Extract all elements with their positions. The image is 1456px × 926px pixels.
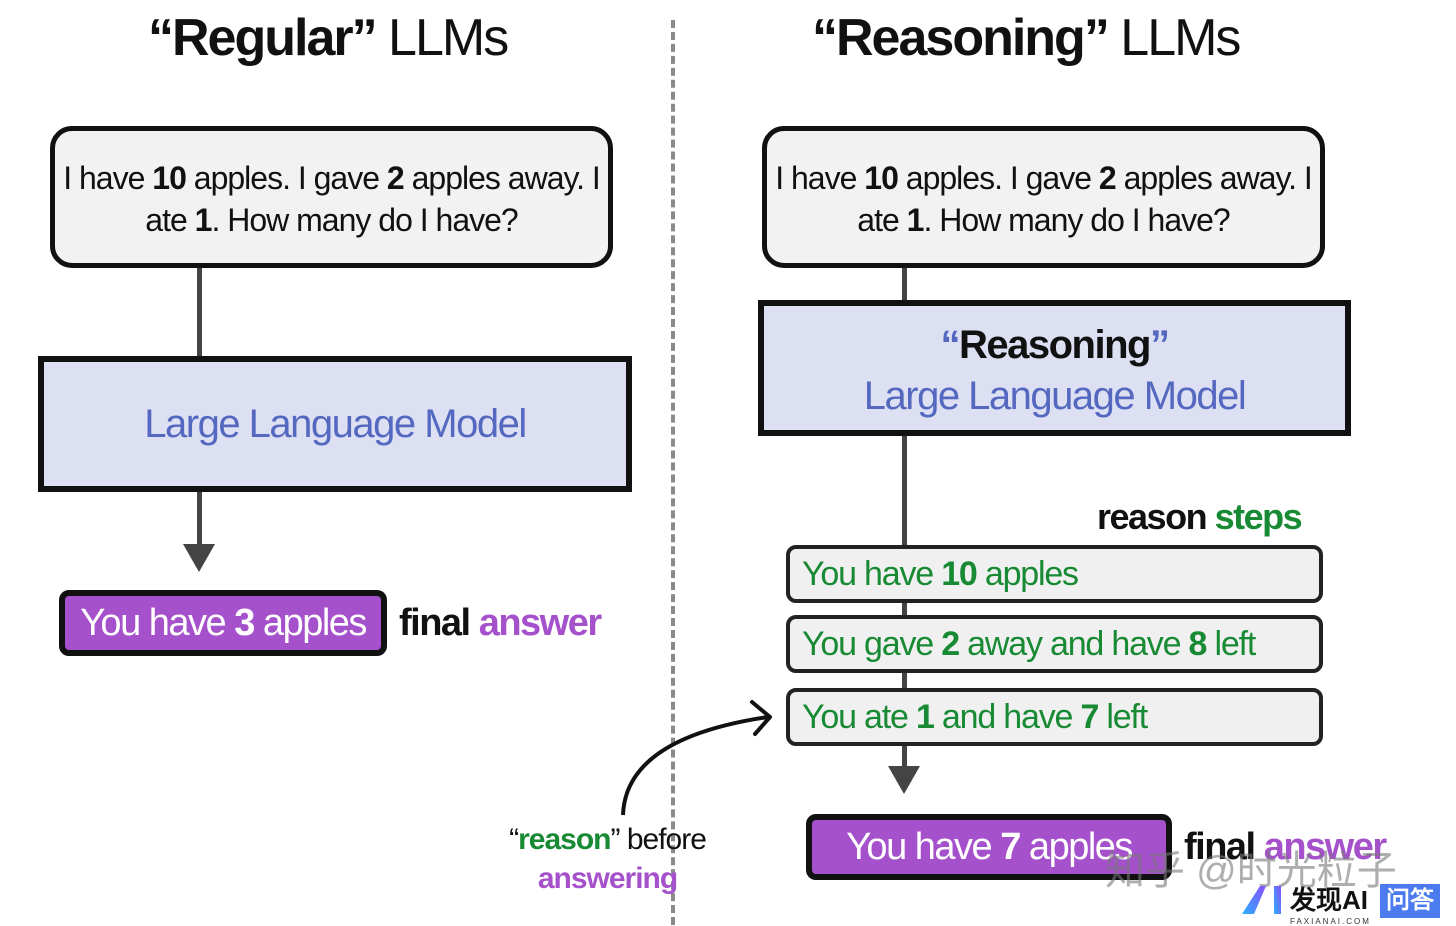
faxianai-brand: 发现AI FAXIANAI.COM [1290, 880, 1371, 926]
step-text: You gave [802, 625, 942, 663]
reason-word: reason [1097, 496, 1208, 537]
q-text: . How many do I have? [211, 202, 518, 238]
q-text: apples away. I ate [857, 160, 1313, 238]
step-num: 7 [1080, 698, 1099, 736]
q-num: 1 [194, 202, 213, 238]
connector-line [197, 492, 202, 544]
answer-num: 3 [234, 602, 255, 644]
curve-path [621, 715, 769, 816]
reason-before-answering-note: “reason” before answering [500, 820, 715, 898]
final-answer-label-left: final answer [399, 602, 602, 645]
curved-arrow-icon [621, 700, 772, 816]
step-text: You ate [802, 698, 916, 736]
brand-name: 发现AI [1290, 885, 1369, 915]
step-text: left [1098, 698, 1148, 736]
llm-box-right: “Reasoning” Large Language Model [758, 300, 1351, 436]
arrow-down-icon [888, 766, 920, 794]
title-rest: LLMs [1107, 9, 1241, 67]
note-line-1: “reason” before [500, 820, 715, 860]
arrow-down-icon [183, 544, 215, 572]
question-box-left: I have 10 apples. I gave 2 apples away. … [50, 126, 613, 268]
step-text: You have [802, 555, 942, 593]
reasoning-model-title: “Reasoning” [764, 320, 1345, 370]
before-word: before [619, 823, 707, 856]
faxianai-logo-icon [1242, 886, 1281, 914]
step-num: 8 [1188, 625, 1208, 663]
final-answer-label-right: final answer [1184, 826, 1387, 869]
q-text: I have [63, 160, 153, 196]
step-text: left [1206, 625, 1257, 663]
q-text: apples. I gave [897, 160, 1099, 196]
answer-word: answer [1263, 826, 1387, 868]
reason-step-2: You gave 2 away and have 8 left [786, 615, 1323, 673]
connector-line [197, 268, 202, 358]
step-text: apples [976, 555, 1079, 593]
step-text: away and have [958, 625, 1189, 663]
q-text: apples away. I ate [145, 160, 601, 238]
reason-step-1: You have 10 apples [786, 545, 1323, 603]
q-num: 2 [1098, 160, 1117, 196]
q-num: 2 [386, 160, 405, 196]
quote-mark: “ [509, 823, 519, 856]
answer-num: 7 [1000, 826, 1021, 868]
llm-label: Large Language Model [863, 374, 1247, 418]
arrow-tip [750, 700, 772, 736]
answer-text: apples [253, 602, 368, 644]
qa-badge: 问答 [1380, 884, 1440, 918]
reasoning-llms-title: “Reasoning” LLMs [812, 8, 1241, 68]
step-text: and have [933, 698, 1081, 736]
step-num: 2 [941, 625, 960, 663]
step-num: 10 [941, 555, 978, 593]
q-text: I have [775, 160, 865, 196]
brand-url: FAXIANAI.COM [1290, 917, 1371, 926]
answer-word: answer [478, 602, 602, 644]
step-num: 1 [915, 698, 935, 736]
reason-step-3: You ate 1 and have 7 left [786, 688, 1323, 746]
reason-steps-label: reason steps [1097, 496, 1303, 538]
answer-text: You have [80, 602, 235, 644]
question-box-right: I have 10 apples. I gave 2 apples away. … [762, 126, 1325, 268]
answer-text: apples [1019, 826, 1134, 868]
q-num: 1 [906, 202, 925, 238]
watermark-text: 知乎 @时光粒子 [1105, 849, 1397, 893]
title-bold-regular: “Regular” [148, 9, 378, 67]
q-text: apples. I gave [185, 160, 387, 196]
dashed-divider [671, 20, 675, 925]
answer-box-left: You have 3 apples [59, 590, 387, 656]
answering-word: answering [537, 862, 678, 895]
llm-label: Large Language Model [144, 402, 527, 446]
q-text: . How many do I have? [923, 202, 1230, 238]
quote-mark: “ [940, 323, 961, 367]
quote-mark: ” [610, 823, 620, 856]
model-title-text: Reasoning [959, 323, 1151, 367]
q-num: 10 [864, 160, 899, 196]
connector-line [902, 268, 907, 304]
title-rest: LLMs [375, 9, 509, 67]
quote-mark: ” [1149, 323, 1170, 367]
steps-word: steps [1214, 496, 1303, 537]
answer-box-right: You have 7 apples [806, 814, 1172, 880]
answer-text: You have [846, 826, 1001, 868]
final-word: final [399, 602, 471, 644]
reason-word: reason [518, 823, 611, 856]
regular-llms-title: “Regular” LLMs [148, 8, 509, 68]
final-word: final [1184, 826, 1256, 868]
q-num: 10 [152, 160, 187, 196]
llm-box-left: Large Language Model [38, 356, 632, 492]
title-bold-reasoning: “Reasoning” [812, 9, 1110, 67]
